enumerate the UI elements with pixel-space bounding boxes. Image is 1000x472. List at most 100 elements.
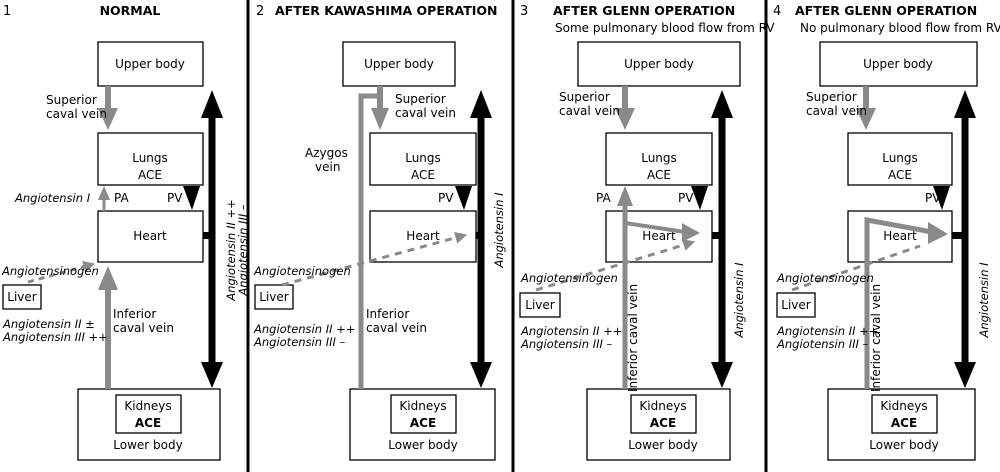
- svc-label: caval vein: [806, 104, 867, 118]
- ivc-label: caval vein: [366, 321, 427, 335]
- lungs-box: [605, 132, 713, 186]
- angiotensinogen-arrow: [791, 244, 921, 292]
- arrowhead: [954, 362, 976, 388]
- kidneys-box: [871, 394, 938, 434]
- lower-body-label: Lower body: [869, 438, 938, 452]
- upper-body-label: Upper body: [863, 57, 933, 71]
- lungs-box: [369, 132, 477, 186]
- angiotensin-iii-label: Angiotensin III –: [520, 337, 613, 351]
- aorta-connector: [952, 232, 965, 239]
- kidneys-ace-label: ACE: [891, 416, 917, 430]
- arrowhead: [711, 90, 733, 118]
- aorta-connector: [712, 232, 722, 239]
- azygos-label: Azygos: [305, 146, 348, 160]
- panel-normal: 1 NORMAL Upper body Lungs ACE Heart Kidn…: [1, 3, 250, 461]
- panel-glenn-some-flow: 3 AFTER GLENN OPERATION Some pulmonary b…: [519, 3, 775, 461]
- panel-subtitle: Some pulmonary blood flow from RV: [555, 21, 775, 35]
- panel-title: AFTER GLENN OPERATION: [553, 3, 735, 18]
- ivc-label: Inferior: [113, 307, 156, 321]
- pv-label: PV: [438, 191, 454, 205]
- panel-number: 2: [256, 4, 264, 19]
- panel-title: AFTER GLENN OPERATION: [795, 3, 977, 18]
- panel-kawashima: 2 AFTER KAWASHIMA OPERATION Upper body L…: [253, 3, 506, 461]
- arrowhead: [201, 362, 223, 388]
- kidneys-label: Kidneys: [399, 399, 446, 413]
- pa-label: PA: [596, 191, 611, 205]
- ivc-label: Inferior caval vein: [869, 284, 883, 392]
- heart-box: [97, 210, 204, 263]
- ivc-label: Inferior: [366, 307, 409, 321]
- upper-body-label: Upper body: [624, 57, 694, 71]
- pv-label: PV: [925, 191, 941, 205]
- angiotensin-iii-label: Angiotensin III ++: [2, 330, 108, 344]
- arterial-label: Angiotensin I: [492, 192, 506, 269]
- arterial-label: Angiotensin II ++: [224, 199, 238, 301]
- panel-number: 4: [773, 4, 781, 19]
- kidneys-ace-label: ACE: [135, 416, 161, 430]
- lower-body-label: Lower body: [113, 438, 182, 452]
- svc-label: caval vein: [559, 104, 620, 118]
- liver-label: Liver: [7, 290, 37, 304]
- liver-box: [254, 284, 294, 310]
- arrowhead: [682, 223, 700, 242]
- kidneys-ace-label: ACE: [650, 416, 676, 430]
- lower-body-label: Lower body: [628, 438, 697, 452]
- angiotensin-iii-label: Angiotensin III –: [776, 337, 869, 351]
- panel-title: AFTER KAWASHIMA OPERATION: [275, 3, 497, 18]
- kidneys-ace-label: ACE: [410, 416, 436, 430]
- arrowhead: [617, 186, 633, 206]
- angiotensinogen-label: Angiotensinogen: [776, 271, 874, 285]
- kidneys-label: Kidneys: [639, 399, 686, 413]
- arrowhead: [371, 108, 389, 130]
- lungs-label: Lungs: [405, 151, 441, 165]
- upper-body-label: Upper body: [115, 57, 185, 71]
- liver-label: Liver: [259, 290, 289, 304]
- svc-label: caval vein: [395, 106, 456, 120]
- angiotensin-i-label: Angiotensin I: [14, 191, 91, 205]
- arterial-label: Angiotensin III –: [236, 204, 250, 297]
- kidneys-box: [630, 394, 697, 434]
- panel-title: NORMAL: [100, 3, 161, 18]
- angiotensinogen-label: Angiotensinogen: [1, 264, 99, 278]
- right-ventricle-flow-arrow: [624, 221, 686, 234]
- lower-body-label: Lower body: [388, 438, 457, 452]
- panel-glenn-no-flow: 4 AFTER GLENN OPERATION No pulmonary blo…: [773, 3, 1000, 461]
- arrowhead: [470, 90, 492, 118]
- azygos-label: vein: [315, 160, 340, 174]
- liver-box: [776, 292, 816, 318]
- svc-label: Superior: [46, 93, 97, 107]
- upper-body-box: [342, 41, 456, 87]
- lungs-label: Lungs: [132, 151, 168, 165]
- pv-label: PV: [167, 191, 183, 205]
- ivc-label: Inferior caval vein: [626, 284, 640, 392]
- arrowhead: [98, 186, 110, 200]
- arrowhead: [98, 266, 118, 290]
- liver-box: [519, 292, 561, 318]
- angiotensinogen-label: Angiotensinogen: [520, 271, 618, 285]
- angiotensinogen-arrow: [535, 239, 696, 292]
- lungs-ace-label: ACE: [888, 168, 912, 182]
- kidneys-box: [390, 394, 457, 434]
- kidneys-box: [115, 394, 182, 434]
- arterial-label: Angiotensin I: [732, 262, 746, 339]
- lungs-label: Lungs: [882, 151, 918, 165]
- upper-body-box: [819, 41, 978, 87]
- heart-label: Heart: [883, 229, 917, 243]
- heart-label: Heart: [642, 229, 676, 243]
- upper-body-box: [577, 41, 741, 87]
- svc-label: Superior: [806, 90, 857, 104]
- kidneys-label: Kidneys: [880, 399, 927, 413]
- arrowhead: [856, 108, 876, 130]
- upper-body-label: Upper body: [364, 57, 434, 71]
- svc-label: Superior: [395, 92, 446, 106]
- pv-label: PV: [678, 191, 694, 205]
- inferior-caval-vein-arrow: [864, 216, 933, 389]
- upper-body-box: [97, 41, 204, 87]
- panel-number: 3: [520, 4, 528, 19]
- liver-box: [2, 284, 42, 310]
- heart-label: Heart: [133, 229, 167, 243]
- liver-label: Liver: [525, 298, 555, 312]
- angiotensin-ii-label: Angiotensin II ++: [253, 322, 355, 336]
- pa-label: PA: [114, 191, 129, 205]
